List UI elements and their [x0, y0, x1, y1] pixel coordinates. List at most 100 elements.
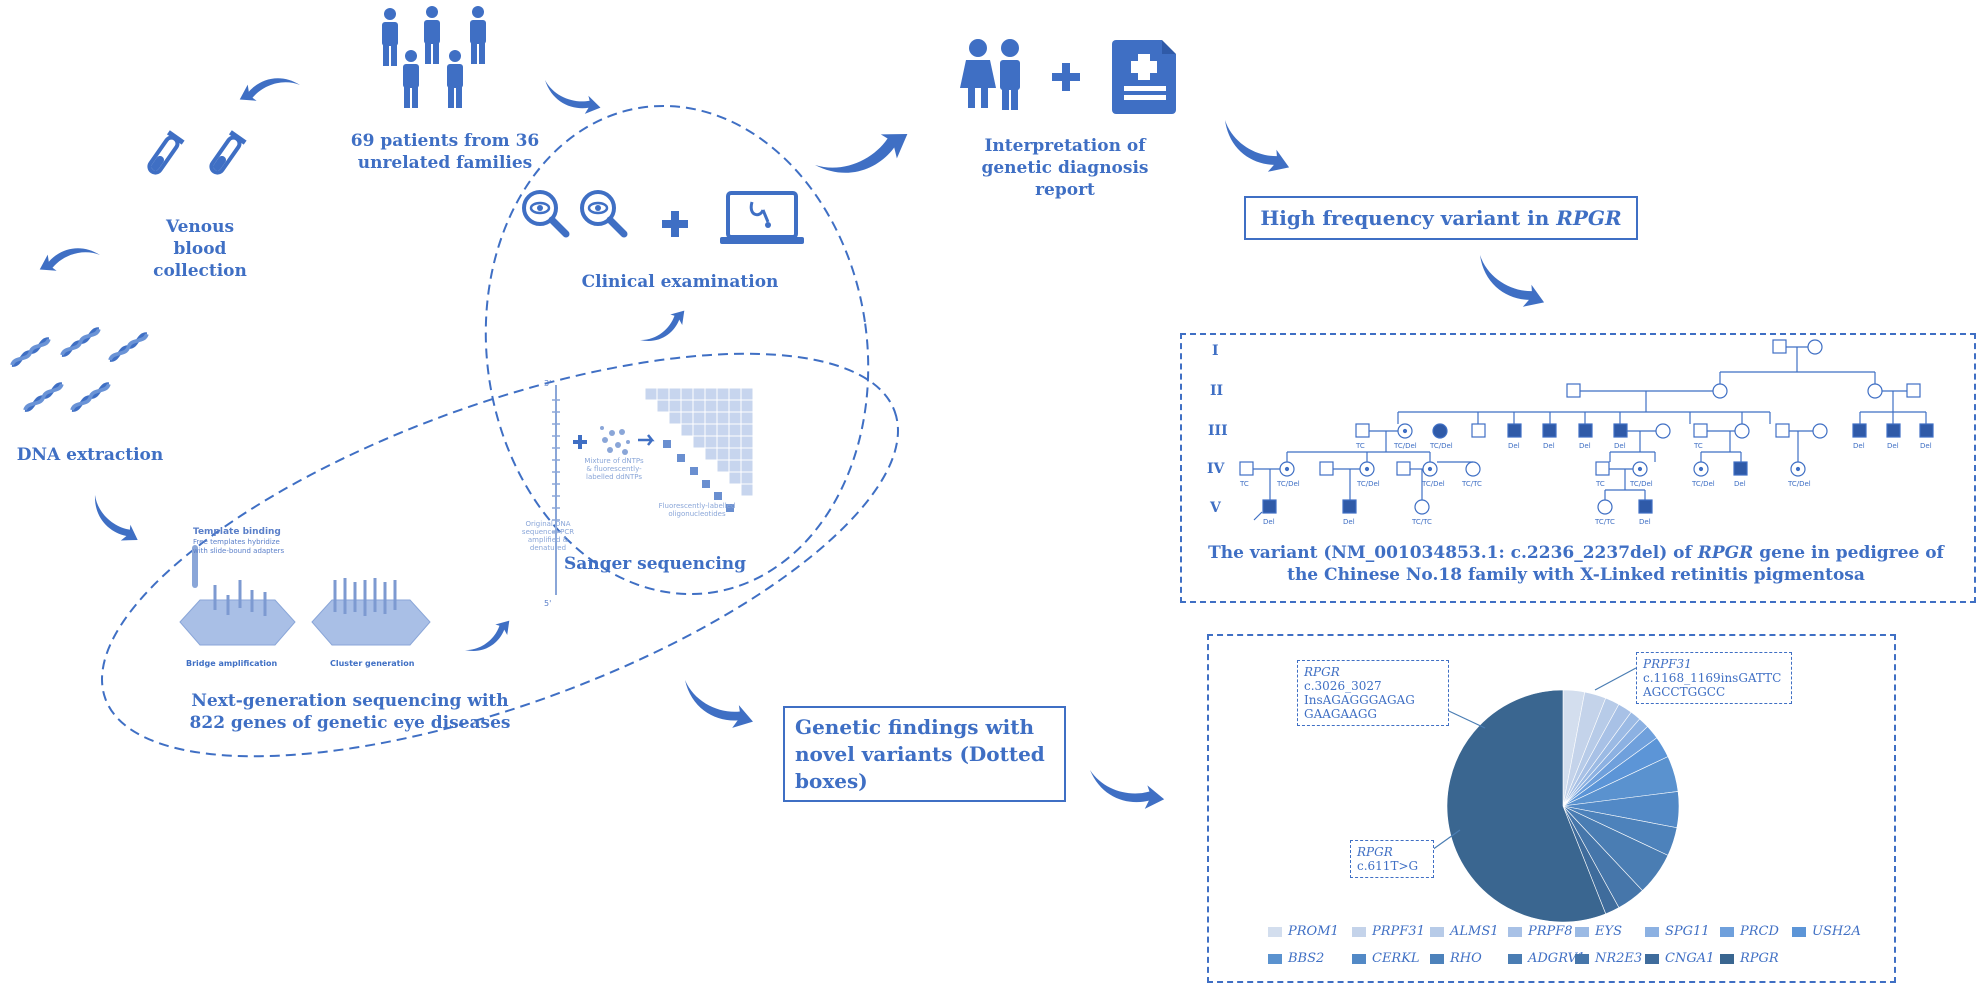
dna-extraction-label: DNA extraction	[16, 445, 164, 465]
svg-text:TC/TC: TC/TC	[1411, 518, 1432, 526]
legend-label: BBS2	[1288, 951, 1325, 966]
legend-swatch	[1430, 953, 1444, 964]
svg-text:Del: Del	[1887, 442, 1899, 450]
ngs-cluster-label: Cluster generation	[330, 659, 415, 668]
sanger-illustration: 3' 5'	[544, 379, 754, 608]
test-tube-icon	[142, 128, 249, 179]
svg-text:TC/Del: TC/Del	[1356, 480, 1380, 488]
plus-icon	[662, 211, 688, 237]
svg-text:Del: Del	[1614, 442, 1626, 450]
legend-label: ADGRV1	[1528, 951, 1586, 966]
ngs-template-title: Template binding	[193, 527, 281, 537]
legend-item-cnga1: CNGA1	[1645, 951, 1714, 966]
svg-text:TC: TC	[1239, 480, 1249, 488]
svg-text:Del: Del	[1639, 518, 1651, 526]
pedigree-tags: TC TC/Del TC/Del Del Del Del Del TC Del …	[1239, 442, 1932, 526]
sanger-mix-label: Mixture of dNTPs & fluorescently- labell…	[584, 457, 644, 481]
svg-text:Del: Del	[1920, 442, 1932, 450]
svg-text:TC/Del: TC/Del	[1429, 442, 1453, 450]
svg-text:TC/Del: TC/Del	[1421, 480, 1445, 488]
pie-chart	[1446, 689, 1680, 923]
svg-text:TC/Del: TC/Del	[1393, 442, 1417, 450]
sanger-sequencing-label: Sanger sequencing	[563, 554, 747, 574]
legend-swatch	[1792, 926, 1806, 937]
svg-text:Del: Del	[1734, 480, 1746, 488]
legend-label: SPG11	[1665, 924, 1710, 939]
legend-item-spg11: SPG11	[1645, 924, 1710, 939]
legend-label: PRPF8	[1528, 924, 1573, 939]
svg-text:V: V	[1209, 500, 1222, 516]
legend-swatch	[1720, 926, 1734, 937]
ngs-bridge-label: Bridge amplification	[186, 659, 278, 668]
legend-item-rpgr: RPGR	[1720, 951, 1779, 966]
couple-icon	[960, 39, 1020, 110]
dna-icon	[9, 325, 150, 414]
high-frequency-box: High frequency variant in RPGR	[1244, 196, 1638, 240]
svg-text:TC/TC: TC/TC	[1594, 518, 1615, 526]
legend-item-prpf31: PRPF31	[1352, 924, 1425, 939]
legend-label: CERKL	[1372, 951, 1420, 966]
svg-text:Del: Del	[1508, 442, 1520, 450]
note-rpgr-missense: RPGR c.611T>G	[1350, 840, 1434, 878]
legend-swatch	[1508, 953, 1522, 964]
sanger-fluor-label: Fluorescently-labelled oligonucleotides	[658, 502, 736, 518]
legend-item-alms1: ALMS1	[1430, 924, 1499, 939]
legend-item-adgrv1: ADGRV1	[1508, 951, 1585, 966]
patients-icon	[382, 6, 486, 108]
legend-swatch	[1352, 953, 1366, 964]
patients-label: 69 patients from 36 unrelated families	[350, 131, 540, 173]
ngs-illustration	[179, 545, 431, 646]
svg-text:I: I	[1212, 343, 1219, 359]
svg-text:TC/Del: TC/Del	[1629, 480, 1653, 488]
pedigree-box	[1180, 333, 1976, 603]
high-frequency-gene: RPGR	[1556, 206, 1622, 230]
note-prpf31-insertion: PRPF31 c.1168_1169insGATTC AGCCTGGCC	[1636, 652, 1792, 704]
legend-label: USH2A	[1812, 924, 1861, 939]
sanger-5prime-label: 5'	[544, 599, 551, 608]
high-frequency-text: High frequency variant in	[1260, 206, 1557, 230]
legend-label: RPGR	[1740, 951, 1779, 966]
note-rpgr-insertion: RPGR c.3026_3027 InsAGAGGGAGAG GAAGAAGG	[1297, 660, 1449, 726]
legend-item-eys: EYS	[1575, 924, 1622, 939]
legend-item-bbs2: BBS2	[1268, 951, 1324, 966]
legend-swatch	[1508, 926, 1522, 937]
legend-swatch	[1575, 926, 1589, 937]
svg-text:Del: Del	[1263, 518, 1275, 526]
svg-text:TC: TC	[1595, 480, 1605, 488]
svg-text:TC/Del: TC/Del	[1787, 480, 1811, 488]
magnifier-icon	[524, 192, 624, 234]
ngs-label: Next-generation sequencing with 822 gene…	[189, 691, 511, 733]
svg-text:Del: Del	[1579, 442, 1591, 450]
legend-item-ush2a: USH2A	[1792, 924, 1861, 939]
legend-label: CNGA1	[1665, 951, 1715, 966]
svg-text:TC/TC: TC/TC	[1461, 480, 1482, 488]
legend-swatch	[1352, 926, 1366, 937]
clinical-examination-label: Clinical examination	[581, 272, 779, 292]
legend-swatch	[1645, 953, 1659, 964]
pie-slice-rpgr	[1446, 689, 1607, 923]
legend-swatch	[1268, 953, 1282, 964]
clinical-ellipse	[484, 104, 870, 596]
legend-label: PRCD	[1740, 924, 1779, 939]
legend-swatch	[1645, 926, 1659, 937]
legend-label: RHO	[1450, 951, 1482, 966]
legend-swatch	[1575, 953, 1589, 964]
legend-label: PRPF31	[1372, 924, 1425, 939]
ngs-ellipse	[101, 352, 899, 758]
svg-text:III: III	[1208, 423, 1228, 439]
legend-swatch	[1720, 953, 1734, 964]
venous-label: Venous blood collection	[153, 217, 247, 281]
svg-text:TC: TC	[1355, 442, 1365, 450]
sanger-3prime-label: 3'	[544, 379, 551, 388]
svg-text:IV: IV	[1207, 461, 1226, 477]
legend-item-rho: RHO	[1430, 951, 1482, 966]
laptop-icon	[720, 191, 804, 244]
legend-label: PROM1	[1288, 924, 1339, 939]
svg-text:Del: Del	[1343, 518, 1355, 526]
legend-item-prom1: PROM1	[1268, 924, 1339, 939]
svg-text:II: II	[1210, 383, 1223, 399]
legend-item-nr2e3: NR2E3	[1575, 951, 1642, 966]
pie-box	[1207, 634, 1896, 983]
legend-label: NR2E3	[1595, 951, 1643, 966]
